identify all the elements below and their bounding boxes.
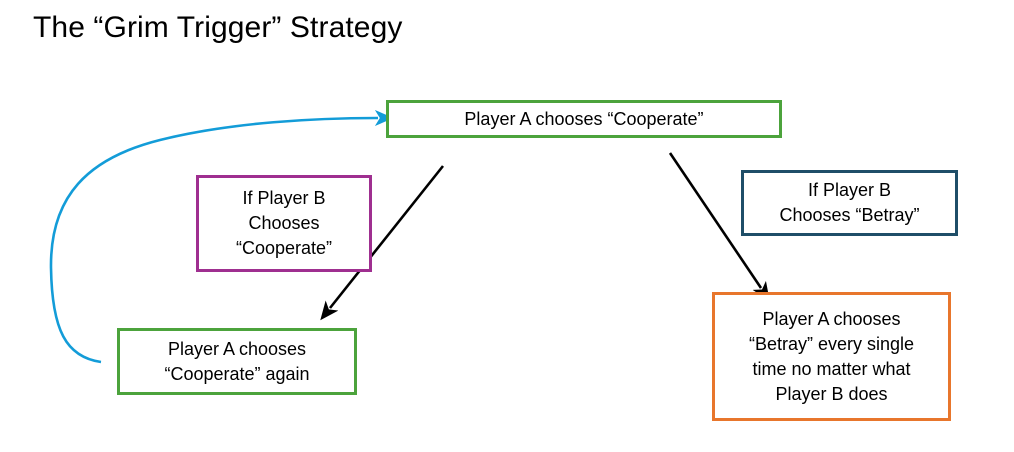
- node-player-a-chooses-cooperate-again[interactable]: Player A chooses “Cooperate” again: [117, 328, 357, 395]
- node-player-a-chooses-cooperate[interactable]: Player A chooses “Cooperate”: [386, 100, 782, 138]
- node-if-player-b-chooses-cooperate[interactable]: If Player B Chooses “Cooperate”: [196, 175, 372, 272]
- node-if-player-b-chooses-betray[interactable]: If Player B Chooses “Betray”: [741, 170, 958, 236]
- node-player-a-chooses-betray-forever[interactable]: Player A chooses “Betray” every single t…: [712, 292, 951, 421]
- page-title: The “Grim Trigger” Strategy: [33, 11, 403, 44]
